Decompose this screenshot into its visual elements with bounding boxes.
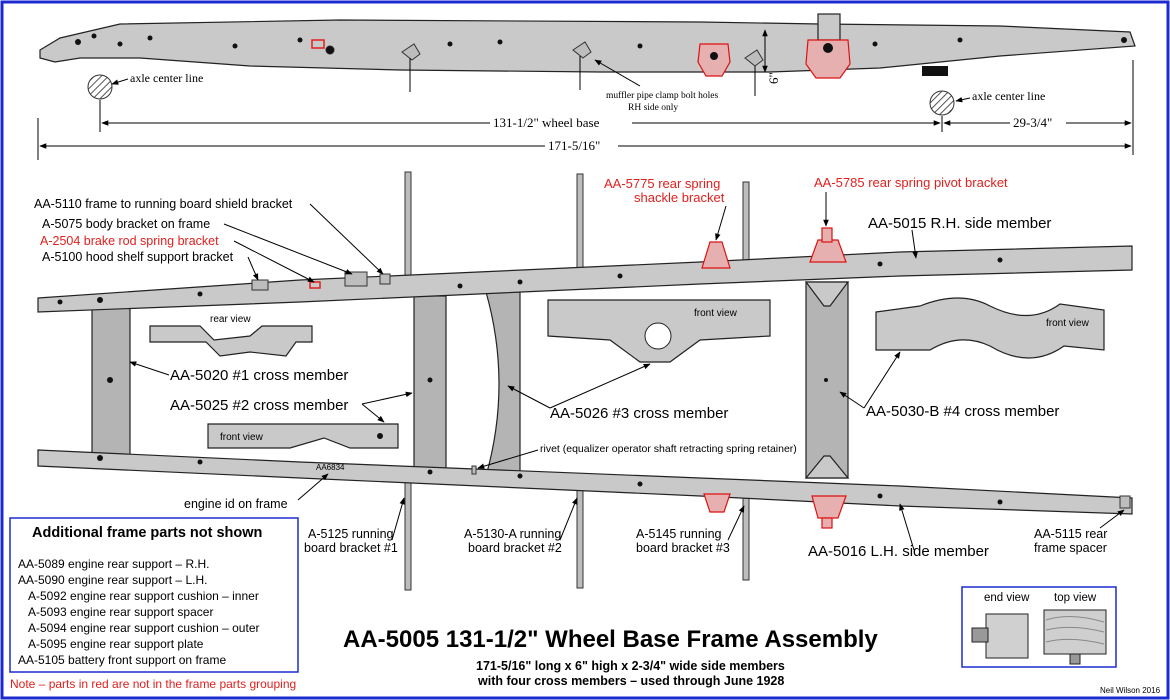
shield-bracket bbox=[379, 273, 391, 285]
label-aa5016: AA-5016 L.H. side member bbox=[808, 543, 989, 560]
side-view-shackle-hole bbox=[710, 52, 718, 60]
label-aa5026: AA-5026 #3 cross member bbox=[550, 405, 728, 422]
cross-member-4-gusset-top bbox=[804, 281, 850, 307]
label-aa5025: AA-5025 #2 cross member bbox=[170, 397, 348, 414]
side-view-pivot-bracket bbox=[805, 39, 851, 79]
shackle-bracket-rh bbox=[701, 241, 731, 269]
label-a5100: A-5100 hood shelf support bracket bbox=[42, 250, 234, 264]
spacer-views-box: end view top view bbox=[961, 586, 1117, 668]
height-dim-label: 6" bbox=[766, 72, 781, 84]
label-a5145-2: board bracket #3 bbox=[636, 541, 730, 555]
front-view-label-3: front view bbox=[694, 308, 738, 319]
wheel-base-dim: 131-1/2" wheel base bbox=[493, 115, 600, 130]
cross-member-2 bbox=[413, 295, 447, 479]
cross-member-3-center-hole bbox=[644, 322, 672, 350]
label-aa5775-2: shackle bracket bbox=[634, 190, 725, 205]
label-aa5775-1: AA-5775 rear spring bbox=[604, 176, 720, 191]
front-view-label-4: front view bbox=[1046, 318, 1090, 329]
label-a5145-1: A-5145 running bbox=[636, 527, 722, 541]
additional-parts-box: Additional frame parts not shown AA-5089… bbox=[9, 517, 299, 673]
label-aa5785: AA-5785 rear spring pivot bracket bbox=[814, 175, 1008, 190]
side-view-holes bbox=[75, 33, 1127, 55]
cross-member-4-front-view bbox=[875, 297, 1105, 359]
pivot-bracket-rh-cap bbox=[821, 227, 833, 243]
credit: Neil Wilson 2016 bbox=[1100, 686, 1161, 695]
rear-axle-symbol bbox=[929, 90, 955, 116]
top-view-holes bbox=[57, 257, 1003, 505]
cross-member-3 bbox=[485, 291, 521, 477]
label-aa5115-2: frame spacer bbox=[1034, 541, 1107, 555]
side-view-clamp-2 bbox=[572, 41, 592, 59]
label-engine-id: engine id on frame bbox=[184, 497, 288, 511]
pivot-bracket-lh-cap bbox=[821, 517, 833, 529]
rear-view-label: rear view bbox=[210, 314, 251, 325]
parts-box-heading: Additional frame parts not shown bbox=[32, 525, 262, 541]
front-axle-symbol bbox=[87, 74, 113, 100]
rear-overhang-dim: 29-3/4" bbox=[1013, 115, 1052, 130]
lh-side-member bbox=[37, 449, 1133, 515]
shackle-bracket-lh bbox=[703, 493, 731, 513]
pivot-bracket-lh bbox=[811, 495, 847, 519]
label-a5130a-1: A-5130-A running bbox=[464, 527, 561, 541]
overall-length-dim: 171-5/16" bbox=[548, 138, 600, 153]
parts-item-6: AA-5105 battery front support on frame bbox=[18, 653, 226, 667]
muffler-note-1: muffler pipe clamp bolt holes bbox=[606, 90, 719, 101]
hood-shelf-bracket bbox=[251, 279, 269, 291]
cross-member-2-front-view bbox=[207, 423, 399, 449]
subtitle-line-2: with four cross members – used through J… bbox=[477, 674, 784, 688]
rivet bbox=[471, 465, 477, 475]
side-view-spring-hanger-top bbox=[817, 13, 841, 41]
side-view: axle center line axle center line muffle… bbox=[37, 13, 1136, 160]
side-view-clamp-1 bbox=[401, 43, 421, 61]
engine-id-stamp: AA6834 bbox=[316, 463, 345, 472]
label-a2504: A-2504 brake rod spring bracket bbox=[40, 234, 219, 248]
muffler-note-2: RH side only bbox=[628, 103, 678, 113]
parts-item-0: AA-5089 engine rear support – R.H. bbox=[18, 557, 209, 571]
brake-rod-bracket bbox=[309, 281, 321, 289]
parts-item-2: A-5092 engine rear support cushion – inn… bbox=[28, 589, 259, 603]
label-aa5015: AA-5015 R.H. side member bbox=[868, 215, 1051, 232]
side-view-pivot-hole bbox=[823, 43, 833, 53]
label-aa5020: AA-5020 #1 cross member bbox=[170, 367, 348, 384]
label-a5130a-2: board bracket #2 bbox=[468, 541, 562, 555]
axle-label-right: axle center line bbox=[972, 89, 1045, 103]
parts-item-4: A-5094 engine rear support cushion – out… bbox=[28, 621, 260, 635]
side-view-black-block bbox=[922, 66, 948, 76]
top-view-label: top view bbox=[1054, 592, 1097, 604]
axle-label-left: axle center line bbox=[130, 71, 203, 85]
top-view-frame: AA6834 bbox=[37, 171, 1133, 591]
parts-item-1: AA-5090 engine rear support – L.H. bbox=[18, 573, 207, 587]
end-view-label: end view bbox=[984, 592, 1030, 604]
body-bracket bbox=[344, 271, 368, 287]
side-view-red-bracket bbox=[311, 39, 325, 49]
label-aa5110: AA-5110 frame to running board shield br… bbox=[34, 197, 293, 211]
parts-item-5: A-5095 engine rear support plate bbox=[28, 637, 204, 651]
label-rivet-note: rivet (equalizer operator shaft retracti… bbox=[540, 443, 797, 455]
label-a5125-2: board bracket #1 bbox=[304, 541, 398, 555]
cross-member-4-gusset-bottom bbox=[804, 455, 850, 479]
cross-member-1-rear-view bbox=[149, 325, 313, 357]
label-aa5030b: AA-5030-B #4 cross member bbox=[866, 403, 1059, 420]
red-parts-note: Note – parts in red are not in the frame… bbox=[10, 677, 296, 691]
rh-side-member bbox=[37, 245, 1133, 313]
subtitle-line-1: 171-5/16" long x 6" high x 2-3/4" wide s… bbox=[476, 659, 785, 673]
page-title: AA-5005 131-1/2" Wheel Base Frame Assemb… bbox=[343, 626, 878, 653]
label-a5125-1: A-5125 running bbox=[308, 527, 394, 541]
parts-item-3: A-5093 engine rear support spacer bbox=[28, 605, 213, 619]
pivot-bracket-rh bbox=[809, 239, 847, 263]
spacer-end-view bbox=[985, 613, 1029, 659]
rear-frame-spacer bbox=[1119, 495, 1131, 509]
front-view-label-2: front view bbox=[220, 432, 264, 443]
label-aa5115-1: AA-5115 rear bbox=[1034, 527, 1107, 541]
callout-leaders bbox=[129, 192, 1125, 551]
label-a5075: A-5075 body bracket on frame bbox=[42, 217, 210, 231]
